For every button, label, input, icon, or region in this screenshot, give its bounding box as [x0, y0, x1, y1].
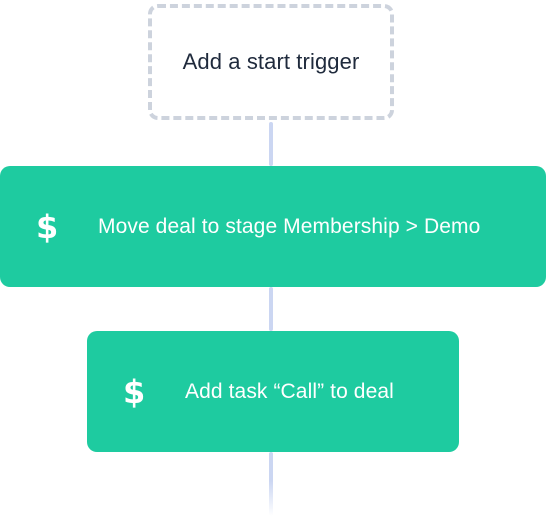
- dollar-sign-icon: $: [123, 372, 146, 411]
- add-start-trigger-button[interactable]: Add a start trigger: [148, 4, 394, 120]
- trigger-label: Add a start trigger: [182, 49, 360, 74]
- action-label: Move deal to stage Membership > Demo: [98, 214, 481, 238]
- connector-line: [269, 287, 273, 331]
- dollar-sign-icon: $: [36, 207, 59, 246]
- action-label: Add task “Call” to deal: [185, 379, 394, 403]
- action-card-add-task[interactable]: $ Add task “Call” to deal: [87, 331, 459, 452]
- connector-line: [269, 452, 273, 516]
- action-card-move-deal-stage[interactable]: $ Move deal to stage Membership > Demo: [0, 166, 546, 287]
- connector-line: [269, 122, 273, 166]
